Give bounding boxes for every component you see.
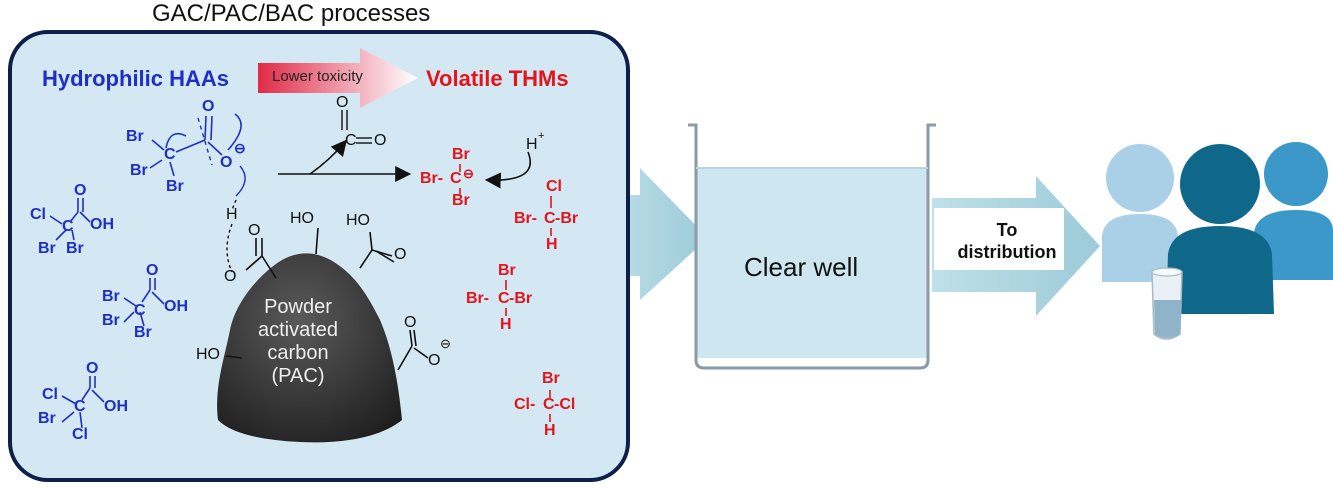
chem-ho: HO (290, 210, 314, 227)
chem-h: H (546, 236, 558, 253)
chem-h: H (526, 136, 538, 153)
hydrophilic-haas-heading: Hydrophilic HAAs (42, 66, 230, 91)
pac-label-line: (PAC) (271, 365, 325, 387)
chem-minus: ⊖ (463, 166, 474, 181)
chem-o: O (224, 268, 237, 285)
diagram-title: GAC/PAC/BAC processes (152, 0, 431, 27)
pac-particle-icon (217, 253, 402, 443)
chem-br-dash: Br- (514, 210, 538, 227)
co2-release-arrow (309, 139, 348, 175)
water-glass-icon (1151, 267, 1183, 340)
lower-toxicity-arrow-icon (258, 48, 418, 108)
chem-o: O (374, 132, 387, 149)
pac-label: Powder activated carbon (PAC) (238, 296, 358, 388)
beaker-icon (688, 123, 936, 370)
volatile-thms-heading: Volatile THMs (426, 66, 569, 91)
distribution-label-box (934, 208, 1064, 270)
to-distribution-line2: distribution (957, 242, 1057, 262)
chem-h: H (544, 422, 556, 439)
chem-br: Br (452, 192, 470, 209)
chem-cl: Cl (42, 386, 58, 403)
chem-o: O (404, 314, 417, 331)
pac-label-line: carbon (267, 342, 329, 364)
chem-h: H (226, 206, 238, 223)
chem-br: Br (134, 324, 152, 341)
chem-dash-br: -Br (509, 290, 533, 307)
chem-minus: ⊖ (234, 140, 246, 156)
chem-c: C (450, 170, 462, 187)
chem-minus: ⊖ (440, 336, 451, 351)
chem-oh: OH (90, 216, 114, 233)
clear-well-label: Clear well (744, 252, 859, 282)
chem-br: Br (452, 146, 470, 163)
chem-cl: Cl (72, 426, 88, 443)
chem-o: O (248, 222, 261, 239)
chem-c: C (498, 290, 510, 307)
chem-c: C (134, 302, 146, 319)
chem-c: C (164, 146, 176, 163)
chem-br: Br (542, 370, 560, 387)
to-distribution-line1: To (996, 220, 1018, 240)
chem-br: Br (166, 178, 184, 195)
chem-dash-cl: -Cl (554, 396, 576, 413)
lower-toxicity-label: Lower toxicity (272, 68, 363, 85)
people-icon (1102, 142, 1333, 314)
chem-br-dash: Br- (420, 170, 444, 187)
chem-br: Br (126, 128, 144, 145)
chem-o: O (428, 352, 441, 369)
chem-h: H (500, 316, 512, 333)
chem-o: O (220, 154, 233, 171)
chem-br: Br (38, 240, 56, 257)
chem-o: O (146, 262, 159, 279)
chem-oh: OH (164, 298, 188, 315)
chem-o: O (202, 98, 215, 115)
chem-o: O (86, 360, 99, 377)
chem-c: C (544, 210, 556, 227)
chem-c: C (345, 132, 357, 149)
chem-o: O (74, 182, 87, 199)
chem-br: Br (102, 288, 120, 305)
chem-dash-br: -Br (555, 210, 579, 227)
chem-br: Br (66, 240, 84, 257)
chem-oh: OH (104, 398, 128, 415)
chem-o: O (336, 94, 349, 111)
chem-c: C (74, 398, 86, 415)
pac-label-line: activated (257, 319, 339, 341)
proton-attack-arrow (484, 151, 531, 189)
chem-br: Br (38, 410, 56, 427)
chem-br-dash: Br- (466, 290, 490, 307)
chem-cl-dash: Cl- (514, 396, 536, 413)
chem-ho: HO (196, 346, 220, 363)
chem-cl: Cl (546, 178, 562, 195)
to-distribution-label: To distribution (948, 219, 1066, 263)
chem-o: O (394, 246, 407, 263)
pac-label-line: Powder (264, 296, 332, 318)
chem-c: C (543, 396, 555, 413)
chem-c: C (62, 218, 74, 235)
chem-br: Br (498, 262, 516, 279)
chem-br: Br (102, 312, 120, 329)
chem-ho: HO (346, 212, 370, 229)
chem-br: Br (130, 162, 148, 179)
chem-cl: Cl (30, 206, 46, 223)
chem-hplus: + (538, 130, 545, 142)
